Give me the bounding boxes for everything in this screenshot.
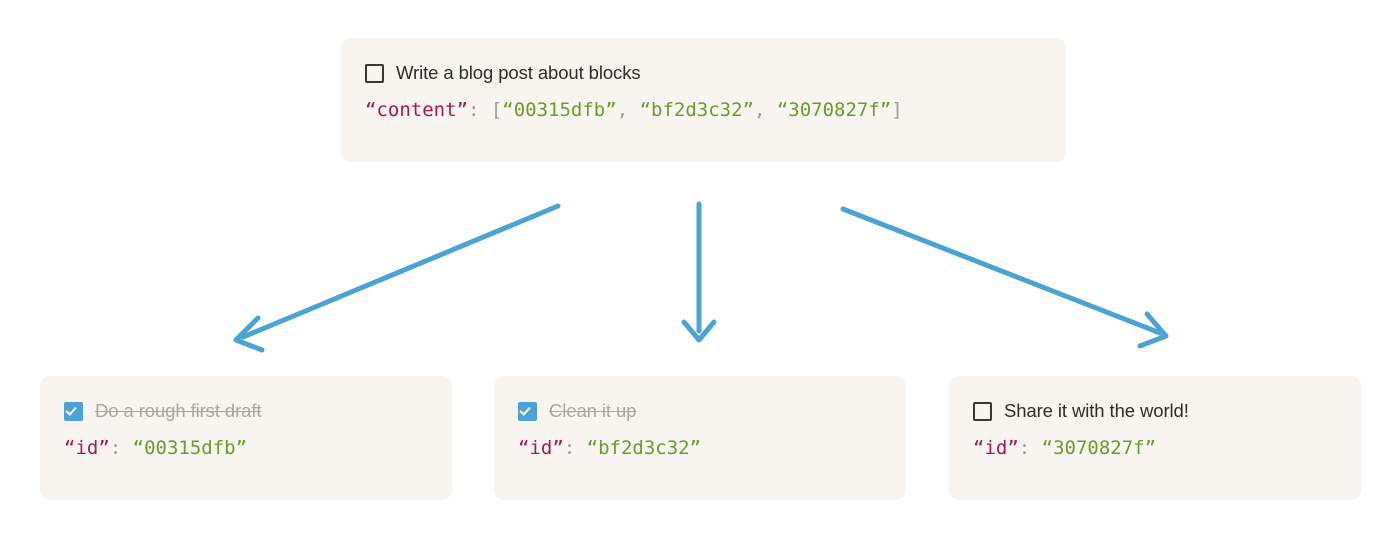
- child-block-card-1[interactable]: Do a rough first draft “id”: “00315dfb”: [40, 376, 452, 500]
- json-value-1: “bf2d3c32”: [639, 99, 754, 121]
- child-todo-row-1[interactable]: Do a rough first draft: [64, 398, 428, 424]
- checkbox-checked-icon[interactable]: [64, 401, 83, 421]
- json-value: “3070827f”: [1041, 437, 1157, 459]
- checkbox-unchecked-icon[interactable]: [973, 401, 992, 421]
- json-colon: :: [563, 437, 587, 459]
- json-key: “content”: [365, 99, 468, 121]
- json-value: “bf2d3c32”: [586, 437, 702, 459]
- json-value: “00315dfb”: [132, 437, 248, 459]
- json-value-2: “3070827f”: [776, 99, 892, 121]
- json-key: “id”: [973, 437, 1019, 459]
- checkbox-checked-icon[interactable]: [518, 401, 537, 421]
- json-open-bracket: [: [490, 99, 503, 121]
- json-close-bracket: ]: [891, 99, 903, 121]
- parent-todo-row[interactable]: Write a blog post about blocks: [365, 60, 1042, 86]
- parent-block-card[interactable]: Write a blog post about blocks “content”…: [341, 38, 1066, 162]
- json-colon: :: [1018, 437, 1042, 459]
- parent-todo-label: Write a blog post about blocks: [396, 62, 641, 83]
- arrow-to-child-3: [840, 206, 1169, 349]
- child-block-card-2[interactable]: Clean it up “id”: “bf2d3c32”: [494, 376, 906, 500]
- checkbox-unchecked-icon[interactable]: [365, 63, 384, 83]
- json-key: “id”: [64, 437, 110, 459]
- parent-json-line: “content”: [“00315dfb”, “bf2d3c32”, “307…: [365, 96, 1042, 124]
- child-todo-label-2: Clean it up: [549, 400, 637, 421]
- child-todo-label-1: Do a rough first draft: [95, 400, 262, 421]
- child-todo-row-2[interactable]: Clean it up: [518, 398, 882, 424]
- json-key: “id”: [518, 437, 564, 459]
- json-colon: :: [467, 99, 491, 121]
- json-separator-0: ,: [616, 99, 640, 121]
- child-block-card-3[interactable]: Share it with the world! “id”: “3070827f…: [949, 376, 1361, 500]
- json-separator-1: ,: [753, 99, 777, 121]
- arrow-to-child-1: [233, 203, 561, 353]
- child-json-line-2: “id”: “bf2d3c32”: [518, 434, 882, 462]
- json-colon: :: [109, 437, 133, 459]
- arrow-to-child-2: [681, 201, 717, 343]
- child-json-line-3: “id”: “3070827f”: [973, 434, 1337, 462]
- json-value-0: “00315dfb”: [502, 99, 617, 121]
- child-todo-label-3: Share it with the world!: [1004, 400, 1189, 421]
- child-todo-row-3[interactable]: Share it with the world!: [973, 398, 1337, 424]
- child-json-line-1: “id”: “00315dfb”: [64, 434, 428, 462]
